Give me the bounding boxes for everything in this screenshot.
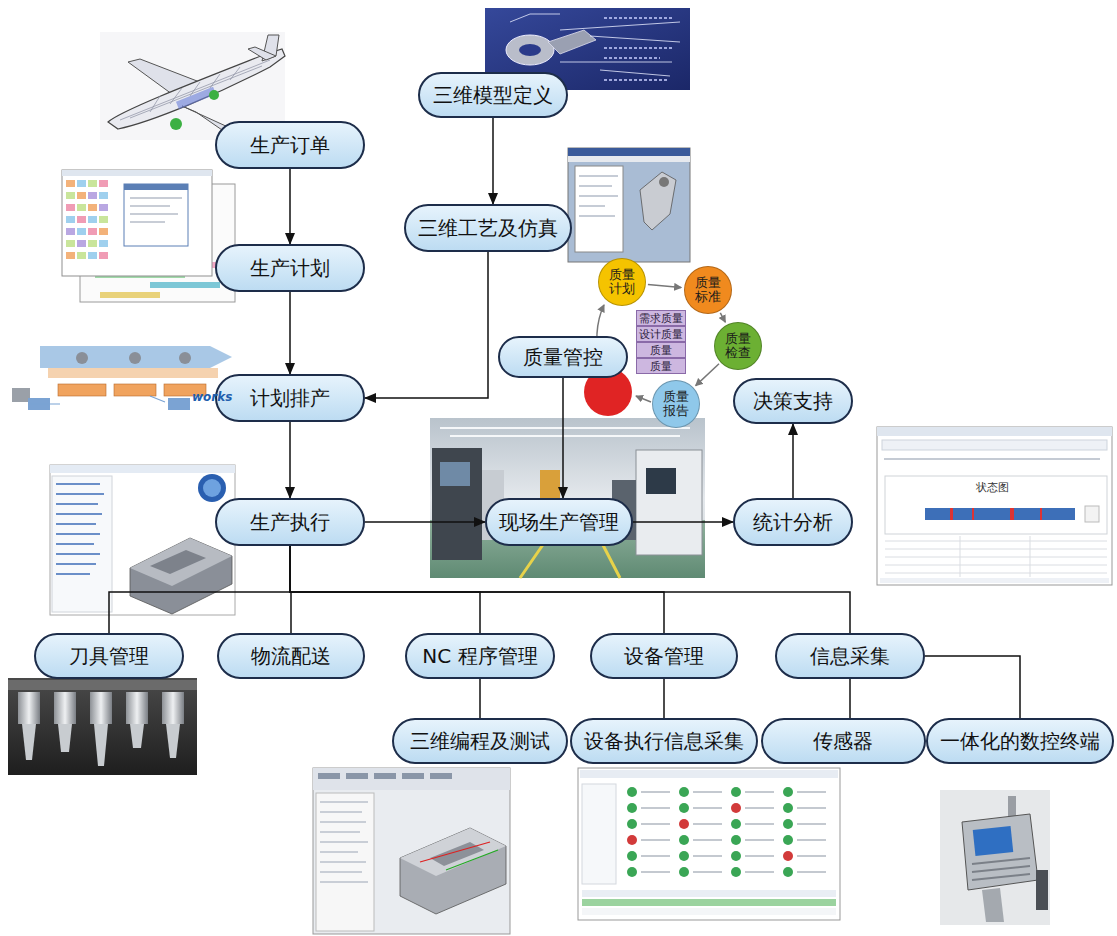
node-text: 质量检查 xyxy=(724,332,753,361)
node-text: 质量 xyxy=(650,360,672,373)
node-text: 统计分析 xyxy=(753,509,833,536)
quality-tag: 设计质量 xyxy=(636,326,686,342)
flow-arrow xyxy=(792,424,794,498)
process-box: 计划排产 xyxy=(215,374,365,422)
cycle-arrow xyxy=(720,313,725,322)
process-box: 质量管控 xyxy=(498,336,628,378)
process-box: 生产计划 xyxy=(215,244,365,292)
node-text: 生产计划 xyxy=(250,255,330,282)
statistics-screenshot xyxy=(877,427,1112,585)
tree-line xyxy=(479,679,481,718)
cycle-arrow xyxy=(648,284,681,287)
node-text: 信息采集 xyxy=(810,643,890,670)
tree-line xyxy=(109,546,290,633)
plan-screenshot xyxy=(62,170,235,302)
process-box: 现场生产管理 xyxy=(485,498,633,546)
quality-tag: 质量 xyxy=(636,342,686,358)
node-text: 生产执行 xyxy=(250,509,330,536)
quality-circle: 质量标准 xyxy=(684,266,732,314)
node-text: 三维模型定义 xyxy=(433,82,553,109)
process-box: NC 程序管理 xyxy=(405,633,555,679)
quality-tag: 质量 xyxy=(636,358,686,374)
node-text: 设计质量 xyxy=(639,328,683,341)
process-box: 设备管理 xyxy=(590,633,738,679)
quality-circle: 质量检查 xyxy=(714,322,762,370)
cnc-terminal-image xyxy=(940,790,1050,925)
tree-line xyxy=(663,679,665,718)
process-box: 信息采集 xyxy=(775,633,925,679)
node-text: NC 程序管理 xyxy=(422,643,537,670)
logo-text: works xyxy=(192,390,232,404)
process-box: 生产执行 xyxy=(215,498,365,546)
quality-circle: 质量报告 xyxy=(652,380,700,428)
tree-line xyxy=(925,656,1020,718)
flow-arrow xyxy=(365,252,488,398)
chart-title: 状态图 xyxy=(976,480,1009,495)
quality-circle: 质量计划 xyxy=(598,258,646,306)
process-box: 三维工艺及仿真 xyxy=(404,204,572,252)
flow-arrow xyxy=(492,118,494,204)
node-text: 质量 xyxy=(650,344,672,357)
flow-arrow xyxy=(365,521,485,523)
flow-arrow xyxy=(289,422,291,498)
node-text: 传感器 xyxy=(813,728,873,755)
process-box: 生产订单 xyxy=(215,121,365,169)
tree-line xyxy=(290,546,850,633)
flow-arrow xyxy=(289,292,291,374)
nc-programming-screenshot xyxy=(313,768,510,934)
process-box: 一体化的数控终端 xyxy=(926,718,1114,764)
node-text: 三维工艺及仿真 xyxy=(418,215,558,242)
node-text: 设备管理 xyxy=(624,643,704,670)
process-box: 统计分析 xyxy=(733,498,853,546)
flow-arrow xyxy=(562,378,564,498)
node-text: 计划排产 xyxy=(250,385,330,412)
node-text: 三维编程及测试 xyxy=(410,728,550,755)
node-text: 需求质量 xyxy=(639,312,683,325)
equipment-status-screenshot xyxy=(578,768,840,920)
node-text: 刀具管理 xyxy=(69,643,149,670)
process-box: 设备执行信息采集 xyxy=(570,718,758,764)
node-text: 质量标准 xyxy=(694,276,723,305)
tool-photo xyxy=(8,678,197,775)
node-text: 质量管控 xyxy=(523,344,603,371)
cycle-arrow xyxy=(696,364,719,386)
node-text: 设备执行信息采集 xyxy=(584,728,744,755)
tree-line xyxy=(290,546,480,633)
process-box: 三维编程及测试 xyxy=(392,718,568,764)
node-text: 现场生产管理 xyxy=(499,509,619,536)
node-text: 一体化的数控终端 xyxy=(940,728,1100,755)
node-text: 生产订单 xyxy=(250,132,330,159)
factory-photo xyxy=(430,418,705,578)
tree-line xyxy=(290,546,664,633)
process-box: 刀具管理 xyxy=(34,633,184,679)
node-text: 质量计划 xyxy=(608,268,637,297)
node-text: 物流配送 xyxy=(251,643,331,670)
process-box: 物流配送 xyxy=(217,633,365,679)
node-text: 质量报告 xyxy=(662,390,691,419)
flow-arrow xyxy=(633,521,733,523)
flow-arrow xyxy=(289,169,291,244)
scheduling-flow-image xyxy=(12,346,232,410)
tree-line xyxy=(849,679,851,718)
node-text: 决策支持 xyxy=(753,388,833,415)
process-box: 决策支持 xyxy=(733,378,853,424)
process-box: 三维模型定义 xyxy=(418,72,568,118)
process-simulation-screenshot xyxy=(568,148,690,262)
process-box: 传感器 xyxy=(761,718,926,764)
quality-tag: 需求质量 xyxy=(636,310,686,326)
